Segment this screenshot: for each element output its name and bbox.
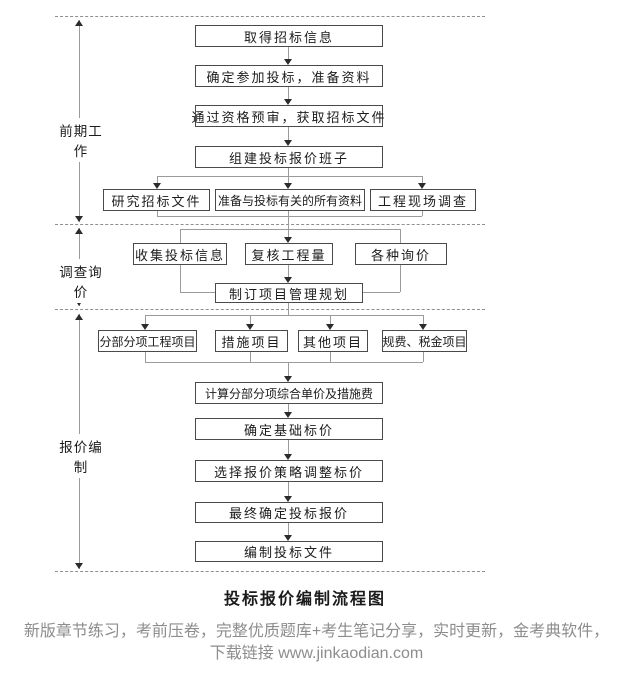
- flow-line: [180, 229, 181, 243]
- arrow-down-icon: [284, 99, 292, 105]
- flow-line: [288, 229, 289, 237]
- flow-line: [422, 176, 423, 183]
- section-label-inquiry: 调查询价: [53, 259, 109, 303]
- flow-line: [250, 352, 251, 362]
- node-decide-join: 确定参加投标，准备资料: [195, 65, 383, 87]
- node-team: 组建投标报价班子: [195, 146, 383, 168]
- flow-line: [422, 211, 423, 216]
- flow-branch-line: [157, 176, 422, 177]
- flow-line: [288, 362, 289, 376]
- arrow-down-icon: [284, 277, 292, 283]
- section-label-quotation: 报价编制: [53, 434, 109, 478]
- arrow-down-icon: [284, 412, 292, 418]
- arrow-down-icon: [153, 183, 161, 189]
- node-inquiries: 各种询价: [355, 243, 447, 265]
- flow-line: [288, 216, 289, 229]
- arrow-down-icon: [75, 563, 83, 569]
- node-measure-projects: 措施项目: [215, 330, 288, 352]
- section-divider-top: [55, 16, 485, 17]
- arrow-down-icon: [284, 535, 292, 541]
- node-review-quantity: 复核工程量: [245, 243, 333, 265]
- flow-line: [330, 315, 331, 324]
- arrow-down-icon: [284, 237, 292, 243]
- arrow-down-icon: [284, 454, 292, 460]
- footer-note: 新版章节练习，考前压卷，完整优质题库+考生笔记分享，实时更新，金考典软件， 下载…: [0, 621, 633, 665]
- flow-line: [145, 352, 146, 362]
- arrow-down-icon: [326, 324, 334, 330]
- flow-branch-line: [180, 229, 400, 230]
- node-get-info: 取得招标信息: [195, 25, 383, 47]
- arrow-up-icon: [75, 228, 83, 234]
- arrow-down-icon: [419, 324, 427, 330]
- flow-line: [288, 265, 289, 277]
- flow-line: [400, 265, 401, 292]
- flow-line: [423, 315, 424, 324]
- arrow-down-icon: [141, 324, 149, 330]
- node-subitem-projects: 分部分项工程项目: [98, 330, 197, 352]
- node-calc-unit-price: 计算分部分项综合单价及措施费: [195, 382, 383, 404]
- arrow-down-icon: [284, 376, 292, 382]
- arrow-down-icon: [75, 300, 83, 306]
- node-final-quote: 最终确定投标报价: [195, 502, 383, 523]
- flow-line: [363, 292, 400, 293]
- flow-line: [288, 523, 289, 535]
- arrow-up-icon: [75, 314, 83, 320]
- node-base-price: 确定基础标价: [195, 418, 383, 440]
- flow-branch-line: [145, 315, 423, 316]
- flow-line: [288, 47, 289, 59]
- arrow-down-icon: [284, 140, 292, 146]
- node-study-docs: 研究招标文件: [103, 189, 210, 211]
- node-bid-documents: 编制投标文件: [195, 541, 383, 562]
- flow-line: [288, 87, 289, 99]
- arrow-down-icon: [284, 496, 292, 502]
- flow-line: [157, 176, 158, 183]
- arrow-down-icon: [75, 216, 83, 222]
- section-label-preliminary: 前期工作: [53, 118, 109, 162]
- section-divider-bottom: [55, 571, 485, 572]
- diagram-title: 投标报价编制流程图: [223, 591, 386, 608]
- arrow-down-icon: [246, 324, 254, 330]
- arrow-down-icon: [284, 59, 292, 65]
- flow-line: [180, 265, 181, 292]
- section-divider-3: [55, 309, 485, 310]
- arrow-up-icon: [75, 20, 83, 26]
- flow-line: [288, 211, 289, 216]
- flow-line: [400, 229, 401, 243]
- node-collect-info: 收集投标信息: [133, 243, 227, 265]
- flow-line: [423, 352, 424, 362]
- node-site-survey: 工程现场调查: [370, 189, 476, 211]
- node-other-projects: 其他项目: [298, 330, 368, 352]
- footer-line-2: 下载链接 www.jinkaodian.com: [209, 645, 424, 662]
- flow-line: [288, 168, 289, 176]
- arrow-down-icon: [418, 183, 426, 189]
- flow-line: [330, 352, 331, 362]
- flow-line: [288, 404, 289, 412]
- node-prequalify: 通过资格预审，获取招标文件: [192, 105, 385, 127]
- flow-line: [288, 482, 289, 496]
- node-prepare-materials: 准备与投标有关的所有资料: [215, 189, 365, 211]
- flow-line: [288, 440, 289, 454]
- flow-merge-line: [157, 216, 422, 217]
- node-mgmt-plan: 制订项目管理规划: [215, 283, 363, 303]
- flow-line: [145, 315, 146, 324]
- flow-line: [288, 303, 289, 315]
- flow-line: [250, 315, 251, 324]
- flow-line: [288, 176, 289, 183]
- node-strategy-adjust: 选择报价策略调整标价: [195, 460, 383, 482]
- section-divider-2: [55, 224, 485, 225]
- flow-merge-line: [145, 362, 423, 363]
- flow-line: [180, 292, 215, 293]
- flow-line: [288, 127, 289, 140]
- arrow-down-icon: [284, 183, 292, 189]
- flow-line: [157, 211, 158, 216]
- footer-line-1: 新版章节练习，考前压卷，完整优质题库+考生笔记分享，实时更新，金考典软件，: [23, 623, 610, 640]
- node-fees-tax-projects: 规费、税金项目: [382, 330, 467, 352]
